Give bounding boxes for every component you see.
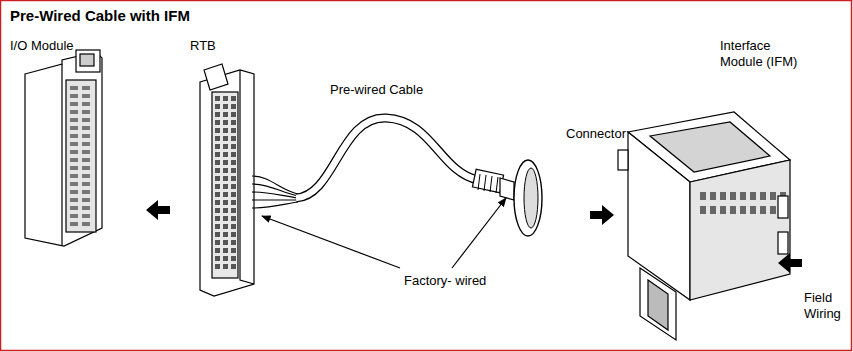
leader-line bbox=[452, 198, 506, 268]
part-name: Pre-wired Cable bbox=[330, 82, 423, 98]
diagram-title: Pre-Wired Cable with IFM bbox=[10, 8, 190, 24]
note-label: Field Wiring bbox=[804, 290, 848, 322]
leader-line bbox=[262, 216, 400, 268]
rtb-drawing bbox=[200, 64, 254, 296]
ifm-drawing bbox=[618, 112, 790, 340]
part-name: Connector bbox=[566, 126, 626, 142]
part-name: RTB bbox=[190, 38, 216, 54]
io-module-drawing bbox=[25, 50, 102, 246]
part-name: I/O Module bbox=[10, 38, 74, 54]
connect-arrow bbox=[590, 205, 614, 225]
insert-arrow bbox=[146, 200, 170, 220]
cable-drawing bbox=[252, 118, 542, 236]
field-arrow bbox=[778, 253, 802, 273]
note-label: Factory- wired bbox=[404, 273, 486, 289]
part-name: Interface Module (IFM) bbox=[720, 38, 812, 70]
